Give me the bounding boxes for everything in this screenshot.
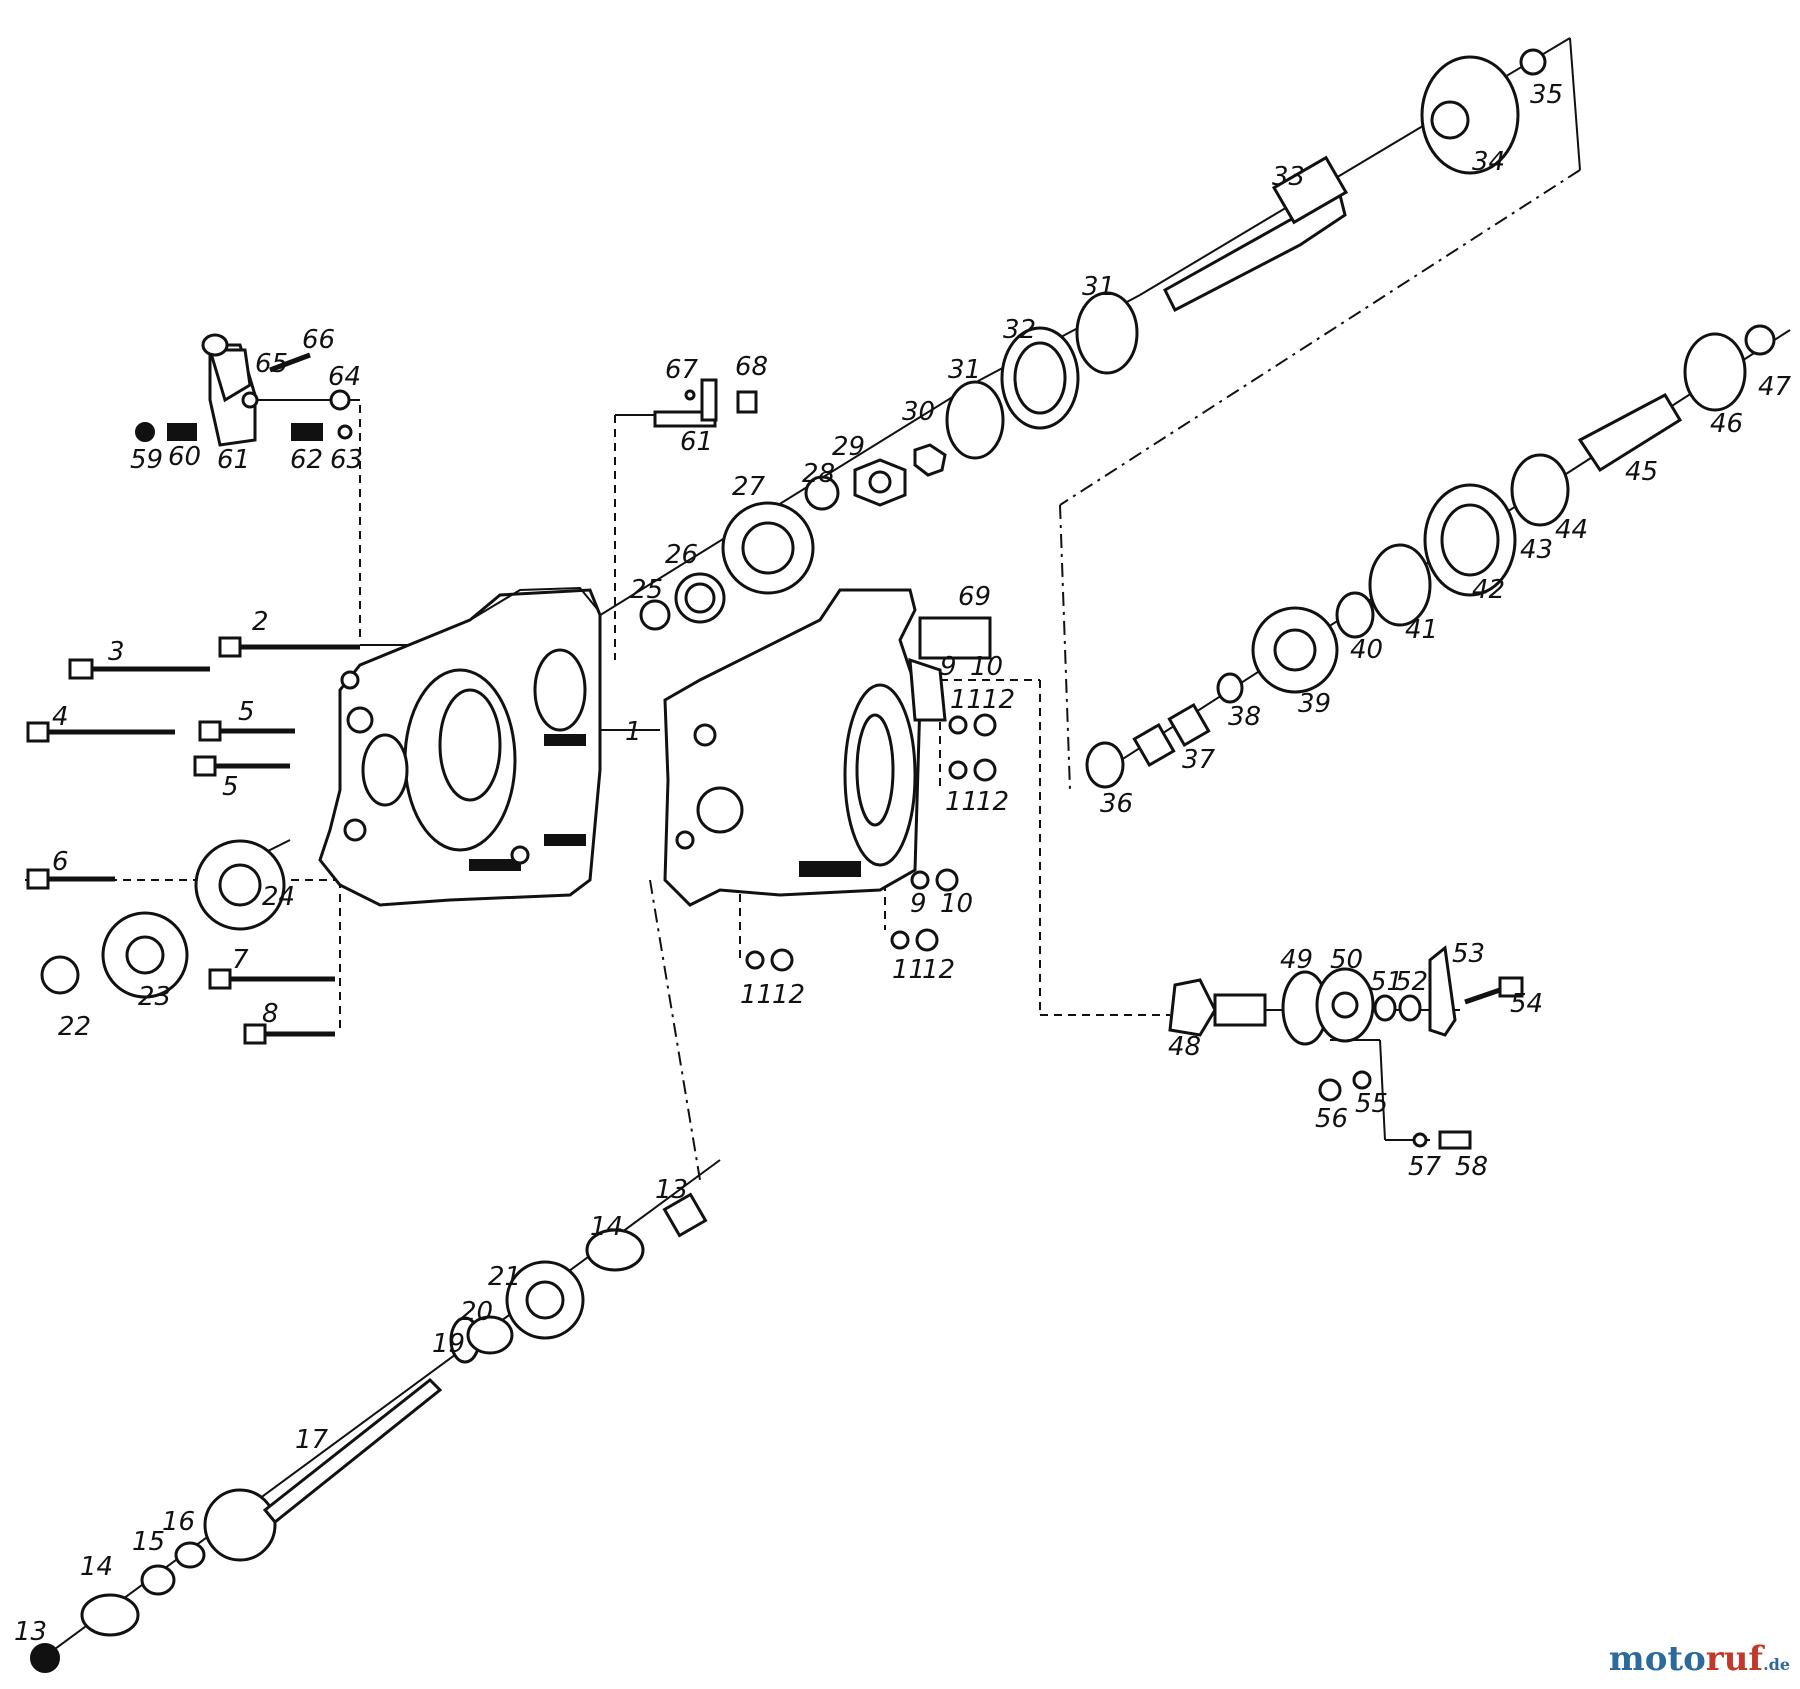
left-gearbox-casing: [318, 586, 602, 907]
watermark-part2: ruf: [1705, 1639, 1764, 1679]
callout-23: 23: [138, 982, 171, 1012]
callout-19: 19: [432, 1329, 465, 1359]
callout-54: 54: [1510, 989, 1543, 1019]
callout-64: 64: [328, 362, 361, 392]
callout-12c: 12: [922, 955, 955, 985]
callout-21: 21: [488, 1262, 521, 1292]
watermark-suffix: .de: [1763, 1655, 1790, 1674]
right-gearbox-casing: [663, 588, 947, 907]
callout-36: 36: [1100, 789, 1133, 819]
callout-62: 62: [290, 445, 323, 475]
right-shaft-parts: [1085, 324, 1776, 789]
callout-20: 20: [460, 1297, 493, 1327]
callout-53: 53: [1452, 939, 1485, 969]
callout-43: 43: [1520, 535, 1553, 565]
callout-47: 47: [1758, 372, 1792, 402]
callout-57: 57: [1408, 1152, 1442, 1182]
callout-6: 6: [52, 847, 69, 877]
callout-14a: 14: [80, 1552, 113, 1582]
callout-1: 1: [625, 717, 642, 747]
callout-37: 37: [1182, 745, 1216, 775]
callout-11d: 11: [740, 980, 773, 1010]
callout-11b: 11: [945, 787, 978, 817]
callout-59: 59: [130, 445, 163, 475]
callout-8: 8: [262, 999, 279, 1029]
callout-5b: 5: [222, 772, 239, 802]
callout-55: 55: [1355, 1089, 1388, 1119]
watermark-part1: moto: [1608, 1639, 1706, 1679]
callout-39: 39: [1298, 689, 1331, 719]
bolts-left: [26, 636, 360, 1045]
callout-31b: 31: [1082, 272, 1115, 302]
callout-32: 32: [1003, 315, 1036, 345]
callout-11c: 11: [892, 955, 925, 985]
selector-pin-assembly: [653, 378, 758, 428]
callout-68: 68: [735, 352, 768, 382]
callout-58: 58: [1455, 1152, 1488, 1182]
callout-labels: 1 2 3 4 5 5 6 7 8 9 10 11 12 11 12 9 10 …: [14, 80, 1792, 1647]
callout-67: 67: [665, 355, 699, 385]
callout-14b: 14: [590, 1212, 623, 1242]
watermark-logo: motoruf.de: [1609, 1639, 1790, 1679]
callout-17: 17: [295, 1425, 329, 1455]
callout-34: 34: [1472, 147, 1505, 177]
callout-25: 25: [630, 575, 663, 605]
callout-33: 33: [1272, 162, 1305, 192]
callout-7: 7: [232, 945, 249, 975]
callout-13b: 13: [655, 1175, 688, 1205]
callout-4: 4: [52, 702, 69, 732]
callout-40: 40: [1350, 635, 1383, 665]
callout-50: 50: [1330, 945, 1363, 975]
callout-26: 26: [665, 540, 698, 570]
callout-2: 2: [252, 607, 269, 637]
callout-10a: 10: [970, 652, 1003, 682]
callout-41: 41: [1405, 615, 1438, 645]
callout-61a: 61: [217, 445, 250, 475]
callout-63: 63: [330, 445, 363, 475]
callout-3: 3: [108, 637, 125, 667]
callout-30: 30: [902, 397, 935, 427]
callout-56: 56: [1315, 1104, 1348, 1134]
callout-69: 69: [958, 582, 991, 612]
callout-28: 28: [802, 459, 835, 489]
callout-65: 65: [255, 349, 288, 379]
callout-12d: 12: [772, 980, 805, 1010]
callout-61b: 61: [680, 427, 713, 457]
callout-51: 51: [1370, 967, 1403, 997]
output-flange-assembly: [1168, 945, 1524, 1150]
callout-5a: 5: [238, 697, 255, 727]
callout-31a: 31: [948, 355, 981, 385]
small-fasteners: [745, 616, 997, 972]
callout-16: 16: [162, 1507, 195, 1537]
callout-12a: 12: [982, 685, 1015, 715]
callout-45: 45: [1625, 457, 1658, 487]
callout-24: 24: [262, 882, 295, 912]
callout-22: 22: [58, 1012, 91, 1042]
callout-60: 60: [168, 442, 201, 472]
callout-27: 27: [732, 472, 766, 502]
callout-42: 42: [1472, 575, 1505, 605]
callout-44: 44: [1555, 515, 1588, 545]
callout-13a: 13: [14, 1617, 47, 1647]
top-shaft-parts: [639, 48, 1547, 631]
callout-11a: 11: [950, 685, 983, 715]
shift-lever-assembly: [135, 333, 353, 447]
callout-9a: 9: [940, 652, 957, 682]
callout-15: 15: [132, 1527, 165, 1557]
callout-9b: 9: [910, 889, 927, 919]
callout-66: 66: [302, 325, 335, 355]
callout-10b: 10: [940, 889, 973, 919]
lower-shaft-parts: [30, 839, 708, 1673]
callout-52: 52: [1395, 967, 1428, 997]
callout-35: 35: [1530, 80, 1563, 110]
callout-38: 38: [1228, 702, 1261, 732]
callout-48: 48: [1168, 1032, 1201, 1062]
callout-29: 29: [832, 432, 865, 462]
callout-12b: 12: [976, 787, 1009, 817]
callout-46: 46: [1710, 409, 1743, 439]
callout-49: 49: [1280, 945, 1313, 975]
